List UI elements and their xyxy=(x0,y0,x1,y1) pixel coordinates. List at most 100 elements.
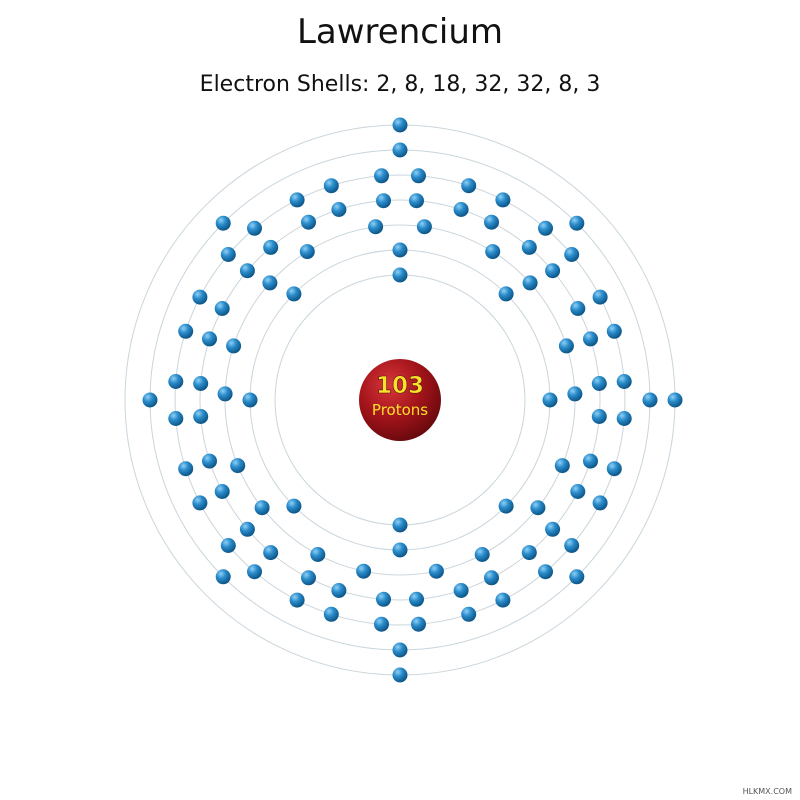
electron-shell-2-3 xyxy=(542,392,558,408)
electron-shell-5-4 xyxy=(495,192,511,208)
electron-shell-4-22 xyxy=(239,521,255,537)
electron-shell-3-15 xyxy=(217,386,233,402)
electron-shell-3-18 xyxy=(299,244,315,260)
electron-shell-3-10 xyxy=(428,563,444,579)
electron-shell-7-3 xyxy=(392,667,408,683)
electron-shell-5-32 xyxy=(323,178,339,194)
electron-shell-4-26 xyxy=(193,376,209,391)
electron-shell-3-2 xyxy=(416,219,432,235)
electron-shell-2-8 xyxy=(286,286,302,302)
electron-shell-5-9 xyxy=(616,374,632,389)
electron-shell-6-8 xyxy=(215,215,231,231)
orbit-shell-5 xyxy=(174,174,626,626)
electron-shell-4-7 xyxy=(570,301,586,316)
electron-shell-3-5 xyxy=(558,338,574,354)
electron-shell-5-21 xyxy=(247,564,262,580)
electron-shell-5-18 xyxy=(374,616,389,632)
electron-shell-5-19 xyxy=(323,606,339,622)
electron-shell-4-4 xyxy=(484,214,499,230)
electron-shell-4-10 xyxy=(591,409,607,424)
nucleus-sphere xyxy=(359,359,441,441)
electron-shell-4-16 xyxy=(453,583,469,598)
electron-shell-6-4 xyxy=(569,569,585,585)
electron-shell-2-5 xyxy=(392,542,408,558)
electron-shell-4-11 xyxy=(583,453,598,469)
electron-shell-5-13 xyxy=(564,538,580,553)
electron-shell-5-14 xyxy=(538,564,553,580)
electron-shell-3-11 xyxy=(356,563,372,579)
electron-shell-4-32 xyxy=(331,202,347,217)
electron-shell-5-27 xyxy=(178,323,194,339)
electron-shell-5-3 xyxy=(461,178,477,194)
electron-shell-5-22 xyxy=(220,538,236,553)
electron-shell-4-1 xyxy=(376,193,391,209)
electron-shell-5-26 xyxy=(168,374,184,389)
electron-shell-4-18 xyxy=(376,591,391,607)
electron-shell-6-6 xyxy=(215,569,231,585)
electron-shell-1-1 xyxy=(392,267,408,283)
electron-shell-3-3 xyxy=(485,244,501,260)
electron-shell-2-1 xyxy=(392,242,408,258)
electron-shell-5-10 xyxy=(616,411,632,426)
electron-shell-4-3 xyxy=(453,202,469,217)
watermark-text: HLKMX.COM xyxy=(742,787,792,796)
electron-shell-4-14 xyxy=(521,545,537,561)
electron-shell-5-30 xyxy=(247,220,262,236)
electron-shell-5-15 xyxy=(495,592,511,608)
electron-shell-4-23 xyxy=(214,484,230,499)
electron-shell-3-12 xyxy=(310,547,326,562)
electron-shell-4-25 xyxy=(193,409,209,424)
electron-shell-4-29 xyxy=(239,263,255,279)
shell-config-label: Electron Shells: 2, 8, 18, 32, 32, 8, 3 xyxy=(199,72,601,97)
electron-shell-3-6 xyxy=(567,386,583,402)
electron-shell-5-17 xyxy=(411,616,426,632)
electron-shell-6-3 xyxy=(642,392,658,408)
electron-shell-2-7 xyxy=(242,392,258,408)
electron-shell-3-1 xyxy=(368,219,384,235)
electron-shell-5-2 xyxy=(411,168,426,184)
electron-shell-6-2 xyxy=(569,215,585,231)
proton-label: Protons xyxy=(372,401,428,419)
electron-shell-4-30 xyxy=(263,239,279,255)
electron-shell-5-31 xyxy=(289,192,305,208)
electron-shell-3-8 xyxy=(530,500,546,516)
electron-shell-5-28 xyxy=(192,289,208,305)
electron-shell-3-17 xyxy=(262,275,278,291)
orbit-shell-4 xyxy=(199,199,601,601)
electron-shell-6-7 xyxy=(142,392,158,408)
proton-count: 103 xyxy=(376,373,424,399)
electron-shell-3-7 xyxy=(554,458,570,474)
electron-shell-4-27 xyxy=(202,331,217,347)
electron-shell-3-14 xyxy=(230,458,246,474)
element-title: Lawrencium xyxy=(296,12,504,52)
electron-shell-4-5 xyxy=(521,239,537,255)
electron-shell-4-13 xyxy=(545,521,561,537)
electron-shell-3-4 xyxy=(522,275,538,291)
electron-shell-5-24 xyxy=(178,461,194,477)
electron-shell-2-2 xyxy=(498,286,514,302)
electron-shell-4-20 xyxy=(301,570,316,586)
electron-shell-7-1 xyxy=(392,117,408,133)
electron-shell-4-9 xyxy=(591,376,607,391)
electron-shell-4-2 xyxy=(409,193,424,209)
electron-shell-4-12 xyxy=(570,484,586,499)
electron-layer xyxy=(142,117,683,683)
electron-shell-5-25 xyxy=(168,411,184,426)
electron-shell-3-9 xyxy=(474,547,490,562)
nucleus: 103 Protons xyxy=(359,359,441,441)
electron-shell-3-13 xyxy=(254,500,270,516)
electron-shell-5-7 xyxy=(592,289,608,305)
electron-shell-2-4 xyxy=(498,498,514,514)
electron-shell-3-16 xyxy=(226,338,242,354)
electron-shell-6-5 xyxy=(392,642,408,658)
electron-shell-5-8 xyxy=(606,323,622,339)
electron-shell-5-6 xyxy=(564,247,580,262)
electron-shell-6-1 xyxy=(392,142,408,158)
electron-shell-1-2 xyxy=(392,517,408,533)
electron-shell-5-11 xyxy=(606,461,622,477)
electron-shell-5-20 xyxy=(289,592,305,608)
electron-shell-5-12 xyxy=(592,495,608,511)
electron-shell-7-2 xyxy=(667,392,683,408)
electron-shell-4-19 xyxy=(331,583,347,598)
